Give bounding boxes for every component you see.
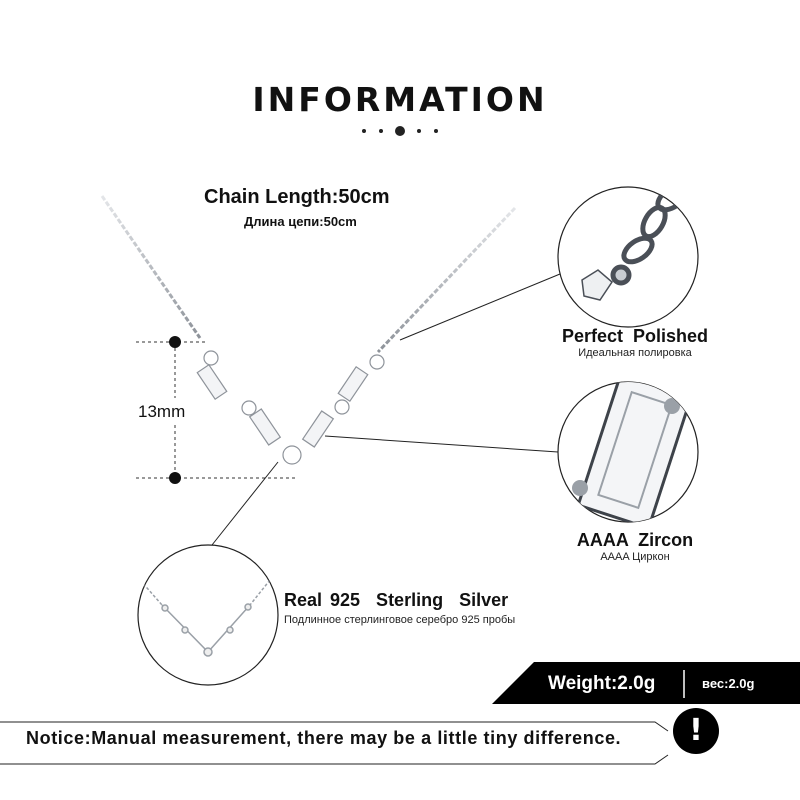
connector-lines	[211, 273, 561, 546]
polished-label: Perfect Polished	[561, 326, 709, 346]
polished-detail-circle	[557, 186, 699, 328]
zircon-label-ru: AAAA Циркон	[600, 551, 670, 563]
silver-label-ru: Подлинное стерлинговое серебро 925 пробы	[284, 614, 516, 626]
silver-label: Real 925 Sterling Silver	[284, 590, 509, 610]
pendant-height-label: 13mm	[138, 402, 186, 421]
weight-banner	[492, 662, 800, 704]
chain-length-label: Chain Length:50cm	[204, 186, 390, 208]
notice-frame	[0, 721, 669, 765]
weight-label: Weight:2.0g	[548, 673, 656, 694]
silver-detail-circle	[137, 544, 279, 686]
necklace-chain	[100, 195, 517, 354]
zircon-detail-circle	[557, 381, 699, 523]
measurement-guides	[136, 341, 295, 479]
measure-top-dot	[169, 336, 181, 348]
zircon-label: AAAA Zircon	[576, 530, 694, 550]
weight-label-ru: вес:2.0g	[702, 676, 755, 691]
v-pendant	[196, 350, 385, 465]
title-divider-dots	[360, 124, 440, 138]
exclamation-icon: !	[689, 713, 703, 748]
notice-text: Notice:Manual measurement, there may be …	[26, 728, 622, 748]
page-title: INFORMATION	[252, 80, 548, 119]
chain-length-label-ru: Длина цепи:50cm	[244, 214, 357, 229]
exclamation-icon-bg	[673, 708, 719, 754]
measure-bottom-dot	[169, 472, 181, 484]
polished-label-ru: Идеальная полировка	[578, 347, 692, 359]
